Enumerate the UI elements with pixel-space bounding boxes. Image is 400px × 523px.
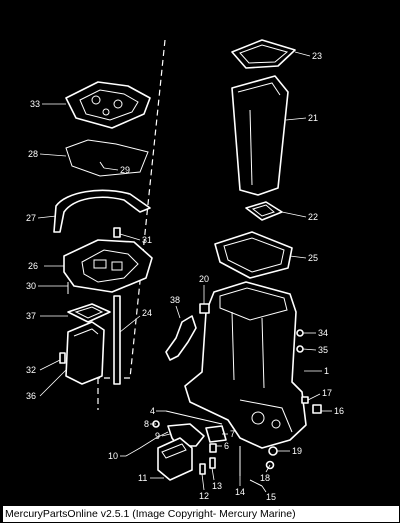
callout-23: 23	[312, 51, 322, 61]
part-27-seal	[53, 189, 151, 233]
callout-15: 15	[266, 492, 276, 502]
callout-12: 12	[199, 491, 209, 501]
part-31	[113, 227, 121, 238]
callout-19: 19	[292, 446, 302, 456]
callout-11: 11	[138, 473, 147, 483]
part-15	[249, 479, 263, 487]
callout-33: 33	[30, 99, 40, 109]
callout-24: 24	[142, 308, 152, 318]
callout-31: 31	[142, 235, 152, 245]
callout-28: 28	[28, 149, 38, 159]
part-25-gasket	[214, 231, 293, 279]
callout-6: 6	[224, 441, 229, 451]
callout-30: 30	[26, 281, 36, 291]
part-19	[268, 446, 278, 456]
part-12	[199, 463, 206, 475]
part-38-bracket	[165, 315, 197, 361]
part-33-plate	[65, 81, 151, 129]
part-36-block	[65, 321, 105, 385]
callout-7: 7	[230, 429, 235, 439]
callout-22: 22	[308, 212, 318, 222]
part-4-lead	[165, 410, 223, 425]
callout-16: 16	[334, 406, 344, 416]
part-17	[301, 396, 309, 404]
part-10-wire	[125, 431, 169, 457]
part-21-exhaust-tube	[231, 75, 289, 196]
callout-37: 37	[26, 311, 36, 321]
callout-35: 35	[318, 345, 328, 355]
callout-29: 29	[120, 165, 130, 175]
callout-1: 1	[324, 366, 329, 376]
leader-lines	[37, 51, 332, 493]
callout-17: 17	[322, 388, 332, 398]
callout-4: 4	[150, 406, 155, 416]
callout-18: 18	[260, 473, 270, 483]
part-22-plate	[245, 201, 283, 221]
callout-20: 20	[199, 274, 209, 284]
callout-27: 27	[26, 213, 36, 223]
part-6	[209, 443, 217, 453]
callout-9: 9	[155, 431, 160, 441]
copyright-footer: MercuryPartsOnline v2.5.1 (Image Copyrig…	[3, 506, 399, 522]
part-11-module	[157, 437, 193, 481]
callout-36: 36	[26, 391, 36, 401]
part-35	[296, 345, 304, 353]
part-24-tube	[113, 295, 121, 385]
part-29-clip	[99, 161, 105, 169]
part-1-driveshaft-housing	[184, 281, 307, 449]
callout-14: 14	[235, 487, 245, 497]
callout-26: 26	[28, 261, 38, 271]
callout-8: 8	[144, 419, 149, 429]
callout-13: 13	[212, 481, 222, 491]
part-16	[312, 404, 322, 414]
callout-38: 38	[170, 295, 180, 305]
part-28-gasket	[65, 139, 149, 177]
part-37-gasket	[67, 303, 111, 323]
callout-34: 34	[318, 328, 328, 338]
callout-25: 25	[308, 253, 318, 263]
callout-32: 32	[26, 365, 36, 375]
part-20	[199, 303, 210, 314]
part-32	[59, 352, 66, 364]
callout-10: 10	[108, 451, 118, 461]
exploded-parts-diagram: 1 4 6 7 8 9 10 11 12 13 14 15 16 17 18 1…	[26, 39, 344, 502]
callout-21: 21	[308, 113, 318, 123]
part-13	[209, 457, 216, 469]
callout-labels: 1 4 6 7 8 9 10 11 12 13 14 15 16 17 18 1…	[26, 51, 344, 502]
part-26-adaptor-plate	[63, 239, 153, 293]
part-34	[296, 329, 304, 337]
part-23-gasket	[231, 39, 296, 69]
part-7	[205, 425, 227, 443]
